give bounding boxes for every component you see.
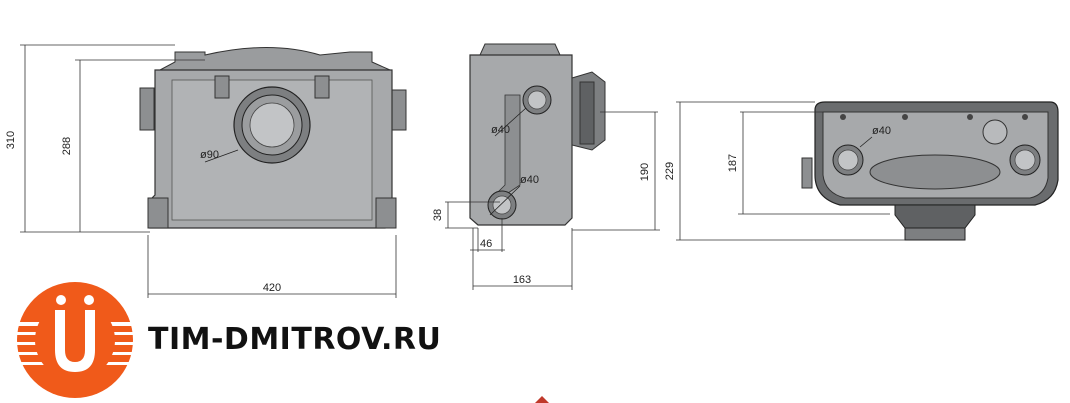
side-inlet-upper-label: ø40 <box>491 124 510 136</box>
dim-diam90-label: ø90 <box>200 149 219 161</box>
site-name[interactable]: TIM-DMITROV.RU <box>148 322 442 357</box>
front-view <box>139 47 407 229</box>
dim-420-label: 420 <box>263 282 281 294</box>
red-marker-icon <box>535 396 549 403</box>
bottom-inlet-label: ø40 <box>872 125 891 137</box>
dim-38-label: 38 <box>432 209 444 221</box>
side-dimensions <box>445 111 660 290</box>
dim-229-label: 229 <box>664 162 676 180</box>
side-inlet-lower-label: ø40 <box>520 174 539 186</box>
dim-310-label: 310 <box>5 131 17 149</box>
front-dimensions <box>20 44 397 298</box>
dim-187-label: 187 <box>727 154 739 172</box>
bottom-view <box>801 101 1059 241</box>
dim-190-label: 190 <box>639 163 651 181</box>
dim-163-label: 163 <box>513 274 531 286</box>
bottom-dimensions <box>676 101 905 241</box>
side-view <box>469 43 606 226</box>
brand-logo-icon <box>17 282 133 398</box>
dim-46-label: 46 <box>480 238 492 250</box>
dim-288-label: 288 <box>61 137 73 155</box>
